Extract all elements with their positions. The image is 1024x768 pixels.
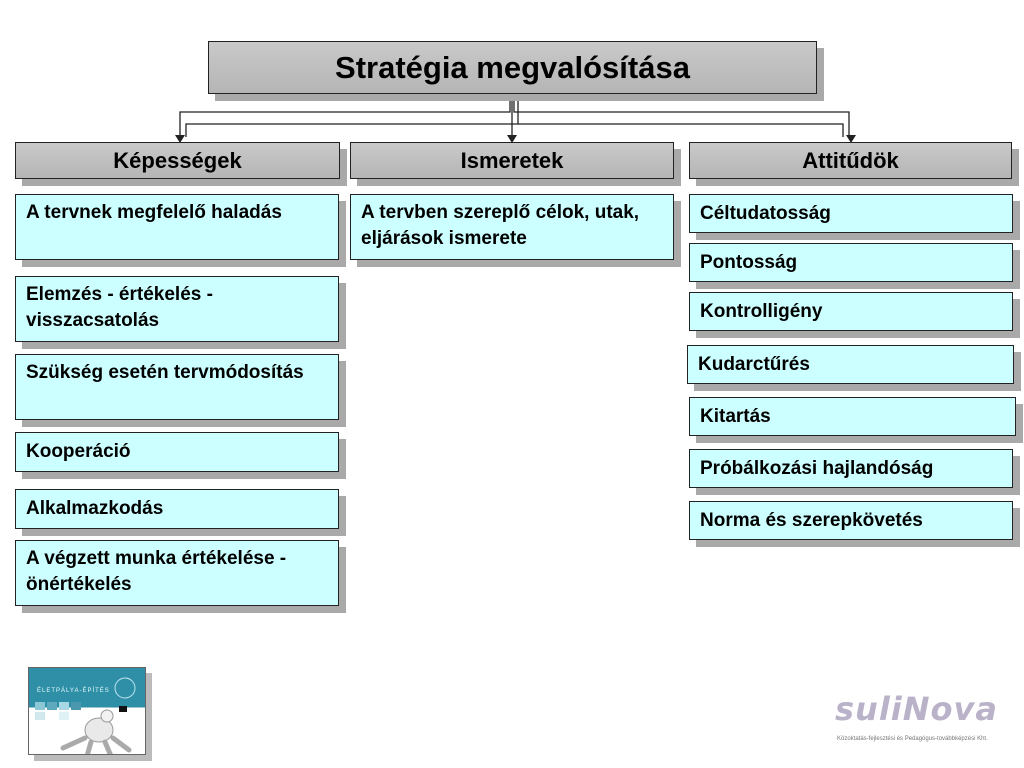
kepesseg-item: A végzett munka értékelése - önértékelés: [15, 540, 339, 606]
heading-attitudok: Attitűdök: [802, 147, 899, 173]
attitud-item: Pontosság: [689, 243, 1013, 282]
kepesseg-item: Kooperáció: [15, 432, 339, 472]
ismeret-item: A tervben szereplő célok, utak, eljáráso…: [350, 194, 674, 260]
heading-box-ismeretek: Ismeretek: [350, 142, 674, 179]
connector-to-attitudok: [513, 94, 850, 137]
diagram-title: Stratégia megvalósítása: [335, 49, 690, 85]
kepesseg-item: A tervnek megfelelő haladás: [15, 194, 339, 260]
heading-kepessegek: Képességek: [113, 147, 242, 173]
arrowhead-left: [175, 135, 185, 143]
kepesseg-item: Elemzés - értékelés - visszacsatolás: [15, 276, 339, 342]
attitud-item: Kudarctűrés: [687, 345, 1014, 384]
attitud-item: Próbálkozási hajlandóság: [689, 449, 1013, 488]
title-box: Stratégia megvalósítása: [208, 41, 817, 94]
kepesseg-item: Alkalmazkodás: [15, 489, 339, 529]
heading-box-kepessegek: Képességek: [15, 142, 340, 179]
attitud-item: Kontrolligény: [689, 292, 1013, 331]
arrowhead-right: [846, 135, 856, 143]
heading-ismeretek: Ismeretek: [460, 147, 564, 173]
attitud-item: Céltudatosság: [689, 194, 1013, 233]
heading-box-attitudok: Attitűdök: [689, 142, 1012, 179]
attitud-item: Kitartás: [689, 397, 1016, 436]
connector-to-kepessegek: [179, 94, 511, 137]
arrowhead-center: [507, 135, 517, 143]
kepesseg-item: Szükség esetén tervmódosítás: [15, 354, 339, 420]
figure-illustration: [35, 677, 136, 754]
attitud-item: Norma és szerepkövetés: [689, 501, 1013, 540]
eletpalya-thumbnail: ÉLETPÁLYA-ÉPÍTÉS: [28, 667, 146, 755]
sulinova-logo: suliNova Közoktatás-fejlesztési és Pedag…: [835, 690, 998, 742]
